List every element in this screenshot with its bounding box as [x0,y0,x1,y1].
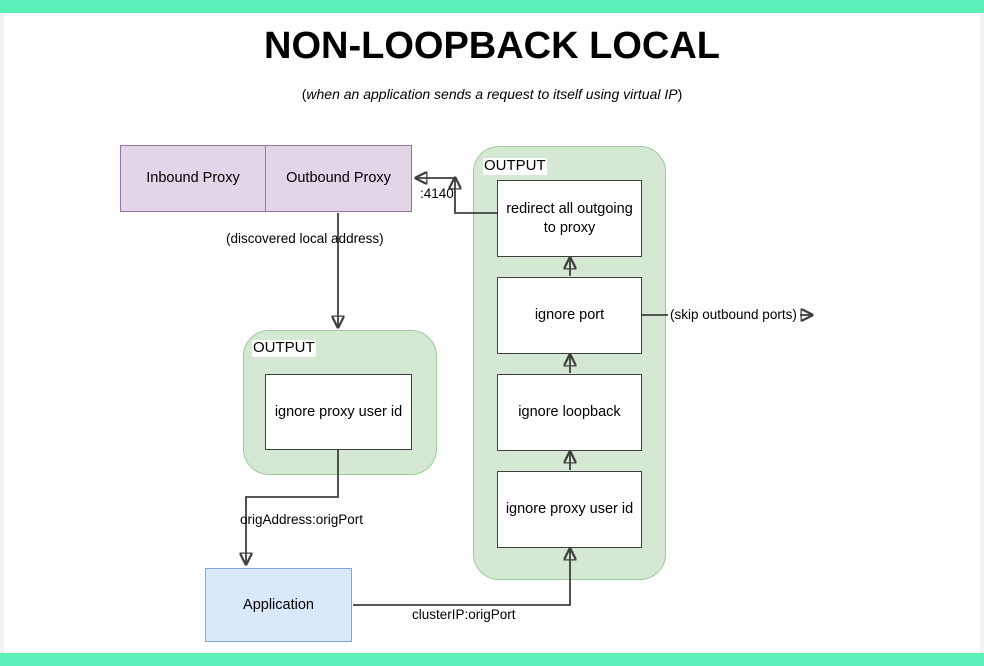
left-ignore-proxy-user-id-box[interactable]: ignore proxy user id [265,374,412,450]
inbound-proxy-box[interactable]: Inbound Proxy [120,145,266,212]
right-ignore-proxy-user-id-label: ignore proxy user id [505,501,634,518]
application-box[interactable]: Application [205,568,352,642]
edge-label-skip-outbound-ports: (skip outbound ports) [670,307,797,322]
edge-label-port: :4140 [420,186,454,201]
edge-label-discovered-local-address: (discovered local address) [226,231,384,246]
group-output-left-label: OUTPUT [252,339,316,357]
bottom-accent-bar [0,653,984,666]
inbound-proxy-label: Inbound Proxy [146,170,240,187]
top-accent-bar [0,0,984,13]
redirect-line-2: to proxy [543,219,596,236]
redirect-line-1: redirect all outgoing [506,201,633,218]
edge-label-cluster-ip-orig-port: clusterIP:origPort [412,607,516,622]
outbound-proxy-box[interactable]: Outbound Proxy [265,145,412,212]
page-title: NON-LOOPBACK LOCAL [264,25,720,67]
outbound-proxy-label: Outbound Proxy [286,170,391,187]
ignore-loopback-box[interactable]: ignore loopback [497,374,642,451]
redirect-all-outgoing-box[interactable]: redirect all outgoing to proxy [497,180,642,257]
left-ignore-proxy-user-id-label: ignore proxy user id [274,403,403,420]
ignore-port-box[interactable]: ignore port [497,277,642,354]
page-subtitle: (when an application sends a request to … [0,86,984,102]
subtitle-close-paren: ) [677,86,683,102]
ignore-port-label: ignore port [534,307,605,324]
subtitle-open-paren: ( [301,86,307,102]
group-output-right-label: OUTPUT [483,157,547,175]
subtitle-text: when an application sends a request to i… [306,86,678,102]
ignore-loopback-label: ignore loopback [518,404,621,421]
redirect-all-outgoing-label: redirect all outgoing to proxy [506,200,633,236]
right-ignore-proxy-user-id-box[interactable]: ignore proxy user id [497,471,642,548]
page-edge-left [0,13,4,653]
application-label: Application [243,596,314,613]
page-edge-right [980,13,984,653]
edge-label-orig-address-orig-port: origAddress:origPort [240,512,364,527]
